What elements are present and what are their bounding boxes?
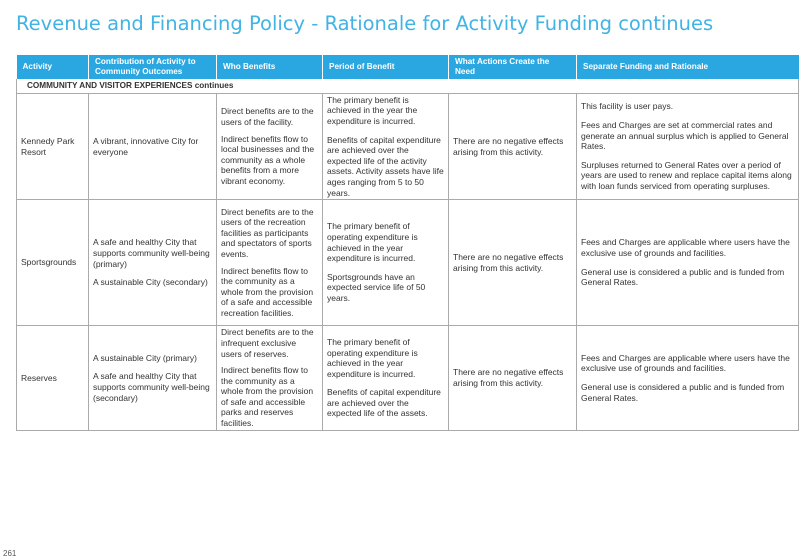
period-text: The primary benefit is achieved in the y… <box>327 94 418 127</box>
funding-cell: Fees and Charges are applicable where us… <box>576 325 799 431</box>
table-header-row: Activity Contribution of Activity to Com… <box>16 55 799 79</box>
column-header-period-of-benefit: Period of Benefit <box>322 55 449 79</box>
rationale-table: Activity Contribution of Activity to Com… <box>16 55 799 431</box>
funding-text: General use is considered a public and i… <box>581 266 785 288</box>
period-text: Benefits of capital expenditure are achi… <box>327 134 444 198</box>
column-header-contribution: Contribution of Activity to Community Ou… <box>88 55 217 79</box>
who-benefits-text: Indirect benefits flow to local business… <box>221 133 315 186</box>
funding-text: Fees and Charges are applicable where us… <box>581 352 790 374</box>
page-number: 261 <box>3 549 17 558</box>
funding-text: Fees and Charges are applicable where us… <box>581 237 790 258</box>
period-text: The primary benefit of operating expendi… <box>327 336 418 379</box>
period-text: Benefits of capital expenditure are achi… <box>327 387 441 419</box>
period-cell: The primary benefit of operating expendi… <box>322 325 449 431</box>
section-heading-row: COMMUNITY AND VISITOR EXPERIENCES contin… <box>16 79 799 94</box>
period-text: Sportsgrounds have an expected service l… <box>327 271 426 303</box>
outcome-cell: A sustainable City (primary) A safe and … <box>88 325 217 431</box>
actions-cell: There are no negative effects arising fr… <box>448 93 577 200</box>
outcome-cell: A vibrant, innovative City for everyone <box>88 93 217 200</box>
actions-text: There are no negative effects arising fr… <box>453 251 564 273</box>
outcome-text: A safe and healthy City that supports co… <box>93 371 210 403</box>
funding-cell: Fees and Charges are applicable where us… <box>576 199 799 326</box>
activity-cell: Sportsgrounds <box>16 199 89 326</box>
period-text: The primary benefit of operating expendi… <box>327 221 418 264</box>
who-benefits-cell: Direct benefits are to the users of the … <box>216 93 323 200</box>
funding-text: This facility is user pays. <box>581 101 674 112</box>
page-title: Revenue and Financing Policy - Rationale… <box>16 12 714 35</box>
actions-cell: There are no negative effects arising fr… <box>448 199 577 326</box>
period-cell: The primary benefit of operating expendi… <box>322 199 449 326</box>
who-benefits-text: Direct benefits are to the users of the … <box>221 206 314 259</box>
who-benefits-text: Indirect benefits flow to the community … <box>221 365 314 429</box>
column-header-activity: Activity <box>16 55 89 79</box>
who-benefits-text: Direct benefits are to the users of the … <box>221 106 314 128</box>
column-header-funding: Separate Funding and Rationale <box>576 55 799 79</box>
table-row: Reserves A sustainable City (primary) A … <box>16 325 799 431</box>
outcome-cell: A safe and healthy City that supports co… <box>88 199 217 326</box>
actions-text: There are no negative effects arising fr… <box>453 135 564 157</box>
who-benefits-cell: Direct benefits are to the infrequent ex… <box>216 325 323 431</box>
table-row: Kennedy Park Resort A vibrant, innovativ… <box>16 93 799 200</box>
actions-cell: There are no negative effects arising fr… <box>448 325 577 431</box>
section-heading: COMMUNITY AND VISITOR EXPERIENCES contin… <box>16 79 799 94</box>
outcome-text: A sustainable City (primary) <box>93 352 197 363</box>
funding-text: General use is considered a public and i… <box>581 382 785 403</box>
outcome-text: A sustainable City (secondary) <box>93 277 208 288</box>
who-benefits-cell: Direct benefits are to the users of the … <box>216 199 323 326</box>
column-header-actions: What Actions Create the Need <box>448 55 577 79</box>
funding-text: Fees and Charges are set at commercial r… <box>581 120 789 152</box>
column-header-who-benefits: Who Benefits <box>216 55 323 79</box>
actions-text: There are no negative effects arising fr… <box>453 367 564 388</box>
outcome-text: A safe and healthy City that supports co… <box>93 237 210 269</box>
table-row: Sportsgrounds A safe and healthy City th… <box>16 199 799 326</box>
activity-cell: Kennedy Park Resort <box>16 93 89 200</box>
who-benefits-text: Direct benefits are to the infrequent ex… <box>221 327 314 359</box>
funding-text: Surpluses returned to General Rates over… <box>581 159 792 191</box>
funding-cell: This facility is user pays. Fees and Cha… <box>576 93 799 200</box>
period-cell: The primary benefit is achieved in the y… <box>322 93 449 200</box>
who-benefits-text: Indirect benefits flow to the community … <box>221 265 314 318</box>
outcome-text: A vibrant, innovative City for everyone <box>93 135 199 157</box>
activity-cell: Reserves <box>16 325 89 431</box>
